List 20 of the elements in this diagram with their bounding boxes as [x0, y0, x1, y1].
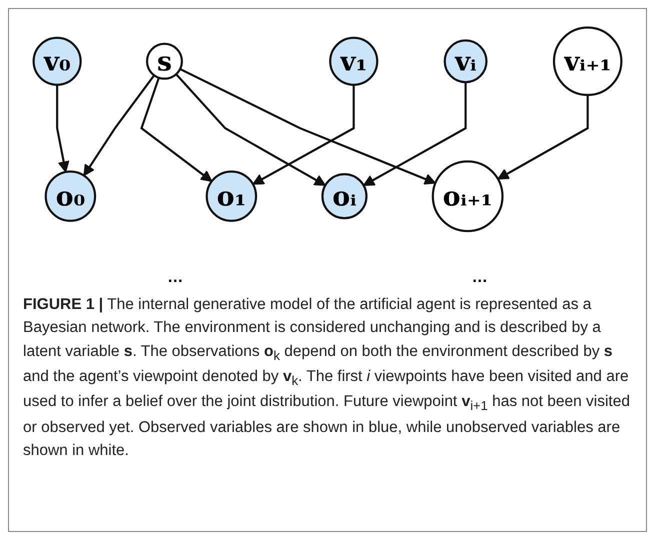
node-circle [146, 42, 183, 80]
arrow [175, 74, 326, 186]
node-circle [444, 39, 488, 84]
node-circle [44, 170, 96, 222]
ellipsis-label: … [472, 269, 488, 287]
ellipsis-label: … [167, 269, 184, 287]
arrow [497, 95, 589, 180]
arrow [363, 82, 467, 186]
node-circle [552, 26, 622, 96]
arrow [83, 74, 155, 176]
node-circle [329, 36, 378, 86]
arrow [56, 84, 70, 173]
bayesian-network-diagram: v₀ s v₁ vᵢ vᵢ₊₁ o₀ o₁ oᵢ oᵢ₊₁ [23, 17, 632, 242]
node-circle [432, 160, 504, 232]
arrow [252, 84, 355, 185]
arrow [140, 77, 212, 182]
arrow [180, 68, 436, 185]
node-circle [32, 36, 82, 86]
node-circle [206, 170, 258, 222]
node-circle [321, 173, 368, 220]
